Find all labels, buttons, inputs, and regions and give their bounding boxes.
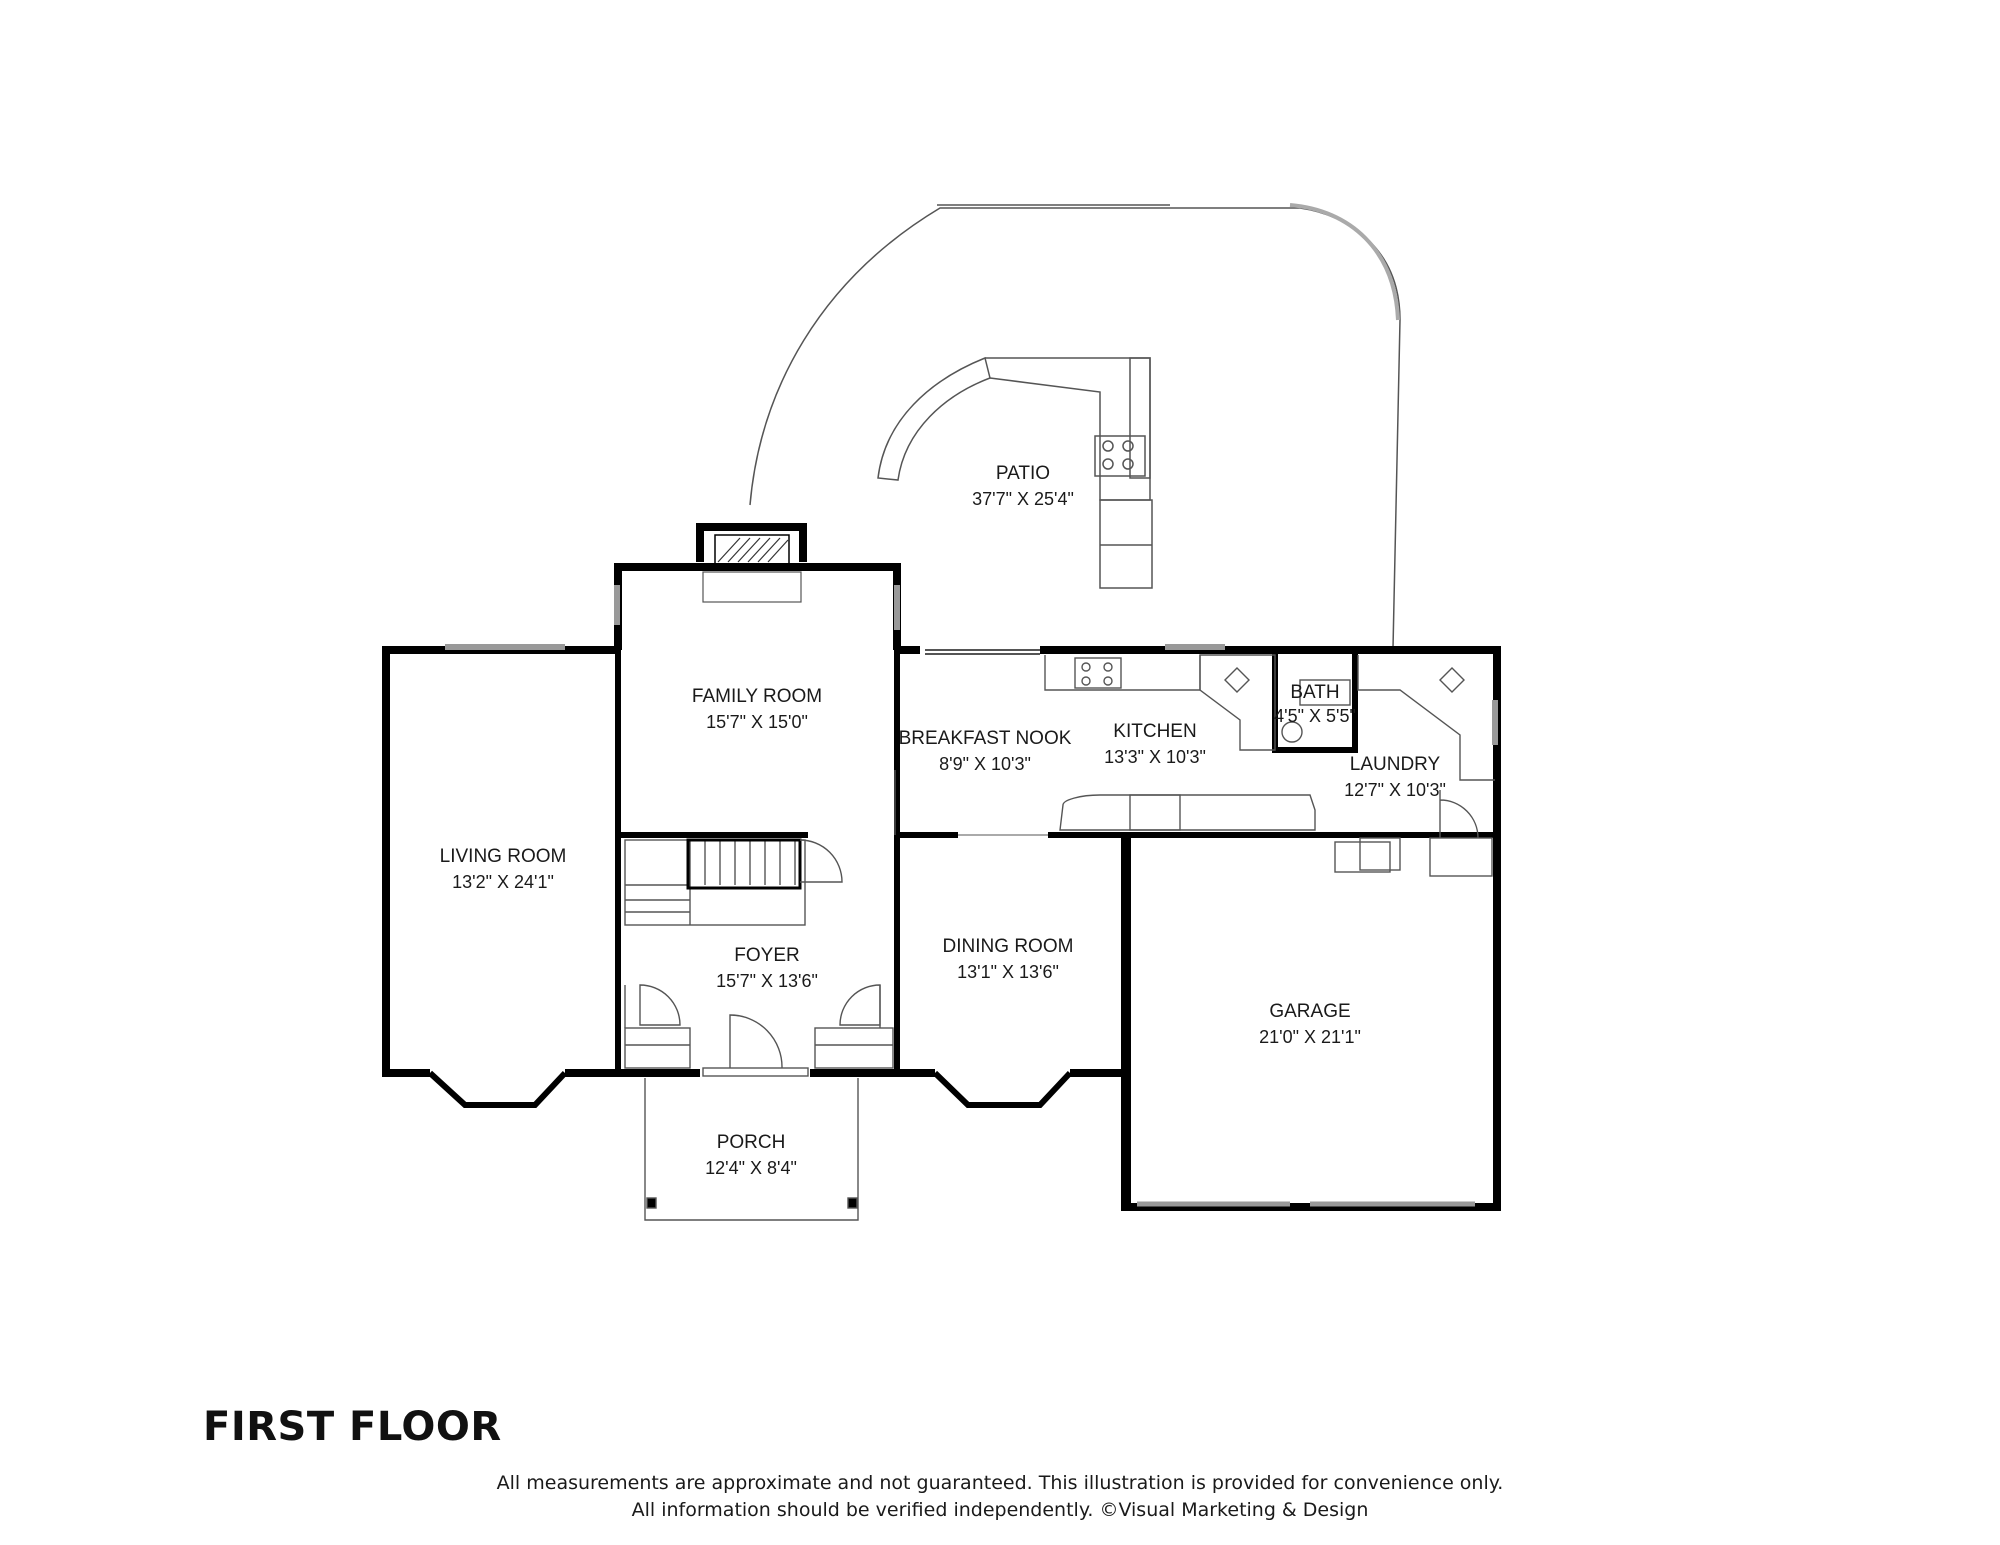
room-name-laundry: LAUNDRY — [1350, 754, 1441, 775]
room-name-kitchen: KITCHEN — [1113, 721, 1196, 742]
room-dims-bath: 4'5" X 5'5" — [1274, 706, 1356, 726]
room-name-porch: PORCH — [717, 1132, 786, 1153]
room-dims-living-room: 13'2" X 24'1" — [452, 872, 554, 892]
room-dims-dining-room: 13'1" X 13'6" — [957, 962, 1059, 982]
room-name-foyer: FOYER — [734, 945, 799, 966]
interior-details — [445, 585, 1498, 1221]
room-dims-laundry: 12'7" X 10'3" — [1344, 780, 1446, 800]
room-name-bath: BATH — [1290, 682, 1339, 703]
room-name-breakfast-nook: BREAKFAST NOOK — [899, 728, 1072, 749]
room-name-living-room: LIVING ROOM — [440, 846, 567, 867]
room-name-patio: PATIO — [996, 463, 1050, 484]
room-name-dining-room: DINING ROOM — [943, 936, 1074, 957]
room-dims-patio: 37'7" X 25'4" — [972, 489, 1074, 509]
room-dims-porch: 12'4" X 8'4" — [705, 1158, 797, 1178]
exterior-walls — [382, 563, 1501, 1211]
room-name-family-room: FAMILY ROOM — [692, 686, 822, 707]
room-dims-family-room: 15'7" X 15'0" — [706, 712, 808, 732]
room-dims-garage: 21'0" X 21'1" — [1259, 1027, 1361, 1047]
floor-title: FIRST FLOOR — [203, 1404, 502, 1450]
room-labels: PATIO 37'7" X 25'4" FAMILY ROOM 15'7" X … — [440, 463, 1446, 1178]
disclaimer-line-1: All measurements are approximate and not… — [496, 1472, 1504, 1494]
disclaimer-line-2: All information should be verified indep… — [631, 1499, 1369, 1521]
patio-outline — [749, 203, 1401, 649]
room-dims-foyer: 15'7" X 13'6" — [716, 971, 818, 991]
room-dims-kitchen: 13'3" X 10'3" — [1104, 747, 1206, 767]
room-name-garage: GARAGE — [1269, 1001, 1350, 1022]
fireplace — [696, 523, 807, 603]
room-dims-breakfast-nook: 8'9" X 10'3" — [939, 754, 1031, 774]
